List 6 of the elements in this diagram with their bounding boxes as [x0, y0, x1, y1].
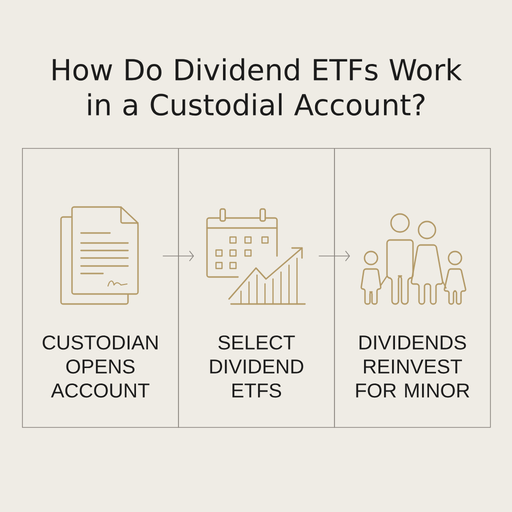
arrow [162, 250, 194, 262]
step-panel: SELECT DIVIDEND ETFS [178, 148, 335, 428]
arrow [318, 250, 350, 262]
title: How Do Dividend ETFs Work in a Custodial Account? [52, 58, 462, 116]
step-panel: CUSTODIAN OPENS ACCOUNT [22, 148, 179, 428]
step-panel: DIVIDENDS REINVEST FOR MINOR [334, 148, 491, 428]
